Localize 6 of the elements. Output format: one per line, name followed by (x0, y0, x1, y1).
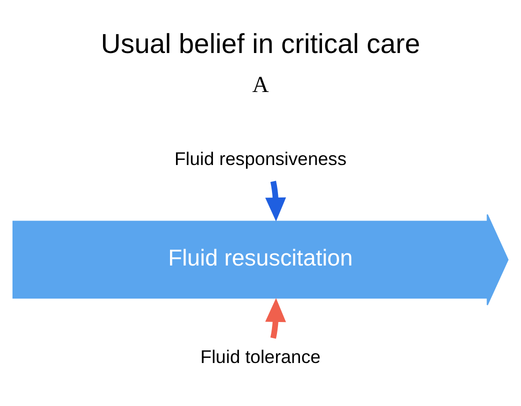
node-text: Fluid responsiveness (174, 148, 347, 169)
arrow (265, 298, 286, 339)
label: A (252, 72, 269, 97)
node-text: Fluid tolerance (200, 346, 321, 368)
diagram-title: Usual belief in critical care (100, 28, 420, 60)
arrow (265, 180, 286, 222)
